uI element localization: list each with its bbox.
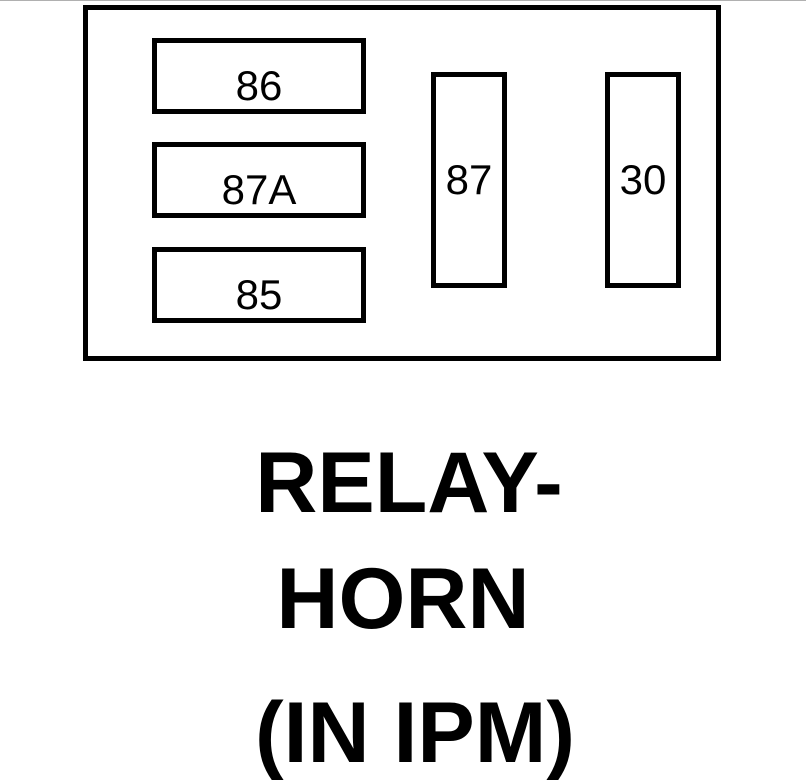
pin-87-terminal: 87 <box>431 72 507 288</box>
caption-line-3: (IN IPM) <box>254 685 576 781</box>
pin-86-terminal: 86 <box>152 38 366 114</box>
pin-87a-label: 87A <box>221 166 297 213</box>
top-divider <box>0 0 806 1</box>
pin-87a-terminal: 87A <box>152 142 366 218</box>
pin-87-label: 87 <box>445 156 493 203</box>
pin-85-terminal: 85 <box>152 247 366 323</box>
caption-line-2: HORN <box>276 551 530 647</box>
pin-30-terminal: 30 <box>605 72 681 288</box>
caption-line-1: RELAY- <box>255 435 563 531</box>
pin-85-label: 85 <box>235 271 283 318</box>
pin-30-label: 30 <box>619 156 667 203</box>
pin-86-label: 86 <box>235 62 283 109</box>
relay-outline <box>83 5 721 361</box>
